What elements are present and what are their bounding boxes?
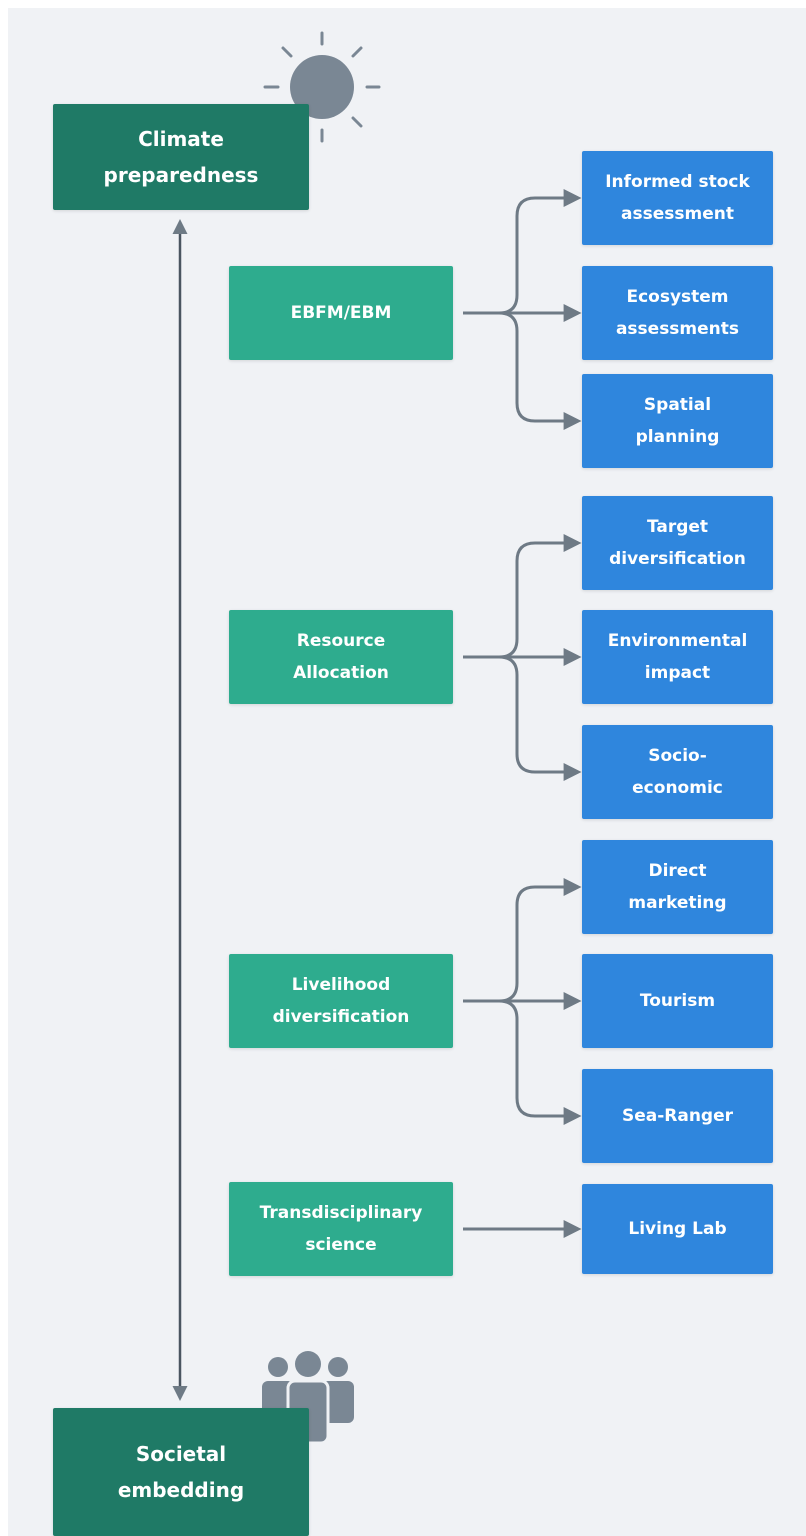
climate-preparedness-node: Climate preparedness	[53, 104, 309, 210]
outcome-node: Informed stock assessment	[582, 151, 773, 245]
category-node: Livelihood diversification	[229, 954, 453, 1048]
outcome-node: Tourism	[582, 954, 773, 1048]
branch-arrow	[463, 999, 582, 1125]
branch-arrow	[463, 534, 582, 659]
category-node: Transdisciplinary science	[229, 1182, 453, 1276]
branch-arrow	[463, 311, 582, 430]
outcome-node: Environmental impact	[582, 610, 773, 704]
branch-arrow	[463, 189, 582, 315]
branch-arrow	[463, 878, 582, 1003]
outcome-node: Socio- economic	[582, 725, 773, 819]
branch-connectors	[463, 189, 582, 1238]
outcome-node: Living Lab	[582, 1184, 773, 1274]
outcome-node: Sea-Ranger	[582, 1069, 773, 1163]
outcome-node: Spatial planning	[582, 374, 773, 468]
outcome-node: Direct marketing	[582, 840, 773, 934]
branch-arrow	[463, 655, 582, 781]
outcome-node: Ecosystem assessments	[582, 266, 773, 360]
outcome-node: Target diversification	[582, 496, 773, 590]
societal-embedding-node: Societal embedding	[53, 1408, 309, 1536]
category-node: Resource Allocation	[229, 610, 453, 704]
category-node: EBFM/EBM	[229, 266, 453, 360]
